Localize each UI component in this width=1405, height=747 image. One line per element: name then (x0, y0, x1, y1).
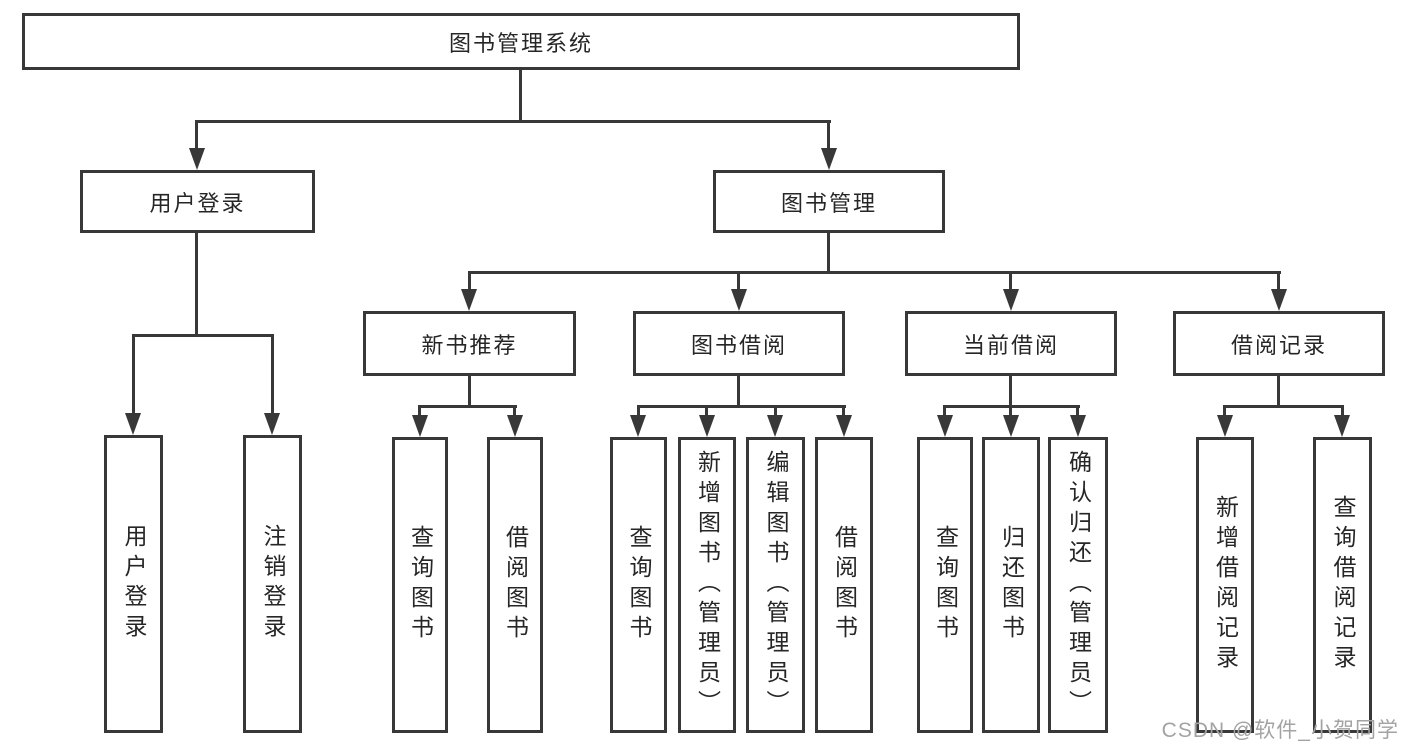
connector-book-drop-1 (468, 271, 471, 291)
node-label: 查询图书 (932, 525, 959, 645)
leaf-borrow-edit-book-admin: 编辑图书（管理员） (746, 437, 805, 733)
arrowhead-icon (836, 415, 852, 437)
connector-borrow-drop-3 (774, 405, 777, 417)
connector-borrow-bus (637, 405, 846, 408)
arrowhead-icon (1070, 415, 1086, 437)
leaf-recommend-query-book: 查询图书 (392, 437, 448, 733)
connector-record-stem (1277, 376, 1280, 407)
node-label: 新增借阅记录 (1212, 495, 1239, 675)
node-label: 当前借阅 (962, 332, 1059, 358)
node-label: 图书管理系统 (448, 30, 593, 56)
node-label: 查询图书 (626, 525, 652, 645)
connector-book-drop-2 (737, 271, 740, 291)
connector-record-drop-2 (1341, 405, 1344, 417)
connector-root-stem (519, 70, 522, 122)
node-label: 新增图书（管理员） (694, 450, 721, 720)
arrowhead-icon (507, 415, 523, 437)
connector-current-stem (1009, 376, 1012, 407)
arrowhead-icon (821, 148, 837, 170)
connector-record-bus (1223, 405, 1344, 408)
connector-root-drop-right (827, 120, 830, 149)
connector-book-drop-3 (1009, 271, 1012, 291)
node-label: 用户登录 (149, 190, 246, 216)
connector-root-bus (196, 120, 831, 123)
node-current-borrow: 当前借阅 (905, 311, 1117, 376)
connector-record-drop-1 (1223, 405, 1226, 417)
arrowhead-icon (937, 415, 953, 437)
connector-recommend-bus (418, 405, 517, 408)
arrowhead-icon (1003, 289, 1019, 311)
node-book-management-module: 图书管理 (713, 170, 945, 233)
leaf-borrow-borrow-book: 借阅图书 (815, 437, 873, 733)
arrowhead-icon (189, 148, 205, 170)
node-label: 查询借阅记录 (1330, 495, 1356, 675)
connector-recommend-stem (468, 376, 471, 407)
node-label: 归还图书 (998, 525, 1025, 645)
leaf-current-confirm-return-admin: 确认归还（管理员） (1048, 437, 1108, 733)
connector-recommend-drop-2 (513, 405, 516, 417)
leaf-current-query-book: 查询图书 (917, 437, 973, 733)
arrowhead-icon (731, 289, 747, 311)
connector-user-drop-1 (132, 334, 135, 414)
leaf-recommend-borrow-book: 借阅图书 (487, 437, 543, 733)
leaf-logout: 注销登录 (243, 435, 302, 733)
connector-book-stem (827, 233, 830, 273)
arrowhead-icon (461, 289, 477, 311)
arrowhead-icon (125, 413, 141, 435)
node-label: 借阅记录 (1230, 332, 1327, 358)
arrowhead-icon (412, 415, 428, 437)
node-borrow-record: 借阅记录 (1173, 311, 1385, 376)
connector-borrow-drop-2 (705, 405, 708, 417)
connector-book-drop-4 (1277, 271, 1280, 291)
node-book-borrow: 图书借阅 (633, 311, 845, 376)
connector-book-bus (468, 271, 1281, 274)
connector-current-drop-3 (1076, 405, 1079, 417)
arrowhead-icon (264, 413, 280, 435)
connector-current-drop-2 (1009, 405, 1012, 417)
leaf-record-add-record: 新增借阅记录 (1196, 437, 1254, 733)
arrowhead-icon (630, 415, 646, 437)
leaf-user-login: 用户登录 (104, 435, 163, 733)
connector-user-bus (132, 334, 274, 337)
node-new-book-recommend: 新书推荐 (363, 311, 576, 376)
connector-recommend-drop-1 (418, 405, 421, 417)
connector-borrow-drop-4 (842, 405, 845, 417)
arrowhead-icon (1271, 289, 1287, 311)
node-user-login-module: 用户登录 (80, 170, 315, 233)
connector-root-drop-left (195, 120, 198, 149)
connector-borrow-stem (737, 376, 740, 407)
node-label: 借阅图书 (831, 525, 858, 645)
arrowhead-icon (1217, 415, 1233, 437)
connector-user-drop-2 (271, 334, 274, 414)
connector-borrow-drop-1 (637, 405, 640, 417)
node-label: 确认归还（管理员） (1065, 450, 1092, 720)
leaf-borrow-add-book-admin: 新增图书（管理员） (678, 437, 736, 733)
leaf-record-query-record: 查询借阅记录 (1313, 437, 1372, 733)
arrowhead-icon (1334, 415, 1350, 437)
arrowhead-icon (767, 415, 783, 437)
node-label: 借阅图书 (502, 525, 529, 645)
node-label: 查询图书 (407, 525, 434, 645)
node-label: 用户登录 (121, 524, 147, 644)
node-label: 图书管理 (780, 190, 877, 216)
connector-current-drop-1 (943, 405, 946, 417)
node-label: 注销登录 (260, 524, 286, 644)
leaf-current-return-book: 归还图书 (982, 437, 1040, 733)
leaf-borrow-query-book: 查询图书 (610, 437, 667, 733)
node-label: 图书借阅 (690, 332, 787, 358)
arrowhead-icon (699, 415, 715, 437)
node-library-system: 图书管理系统 (22, 13, 1020, 70)
node-label: 编辑图书（管理员） (763, 450, 789, 720)
node-label: 新书推荐 (421, 332, 518, 358)
csdn-watermark: CSDN @软件_小贺同学 (1161, 719, 1399, 742)
arrowhead-icon (1003, 415, 1019, 437)
connector-user-stem (195, 233, 198, 337)
